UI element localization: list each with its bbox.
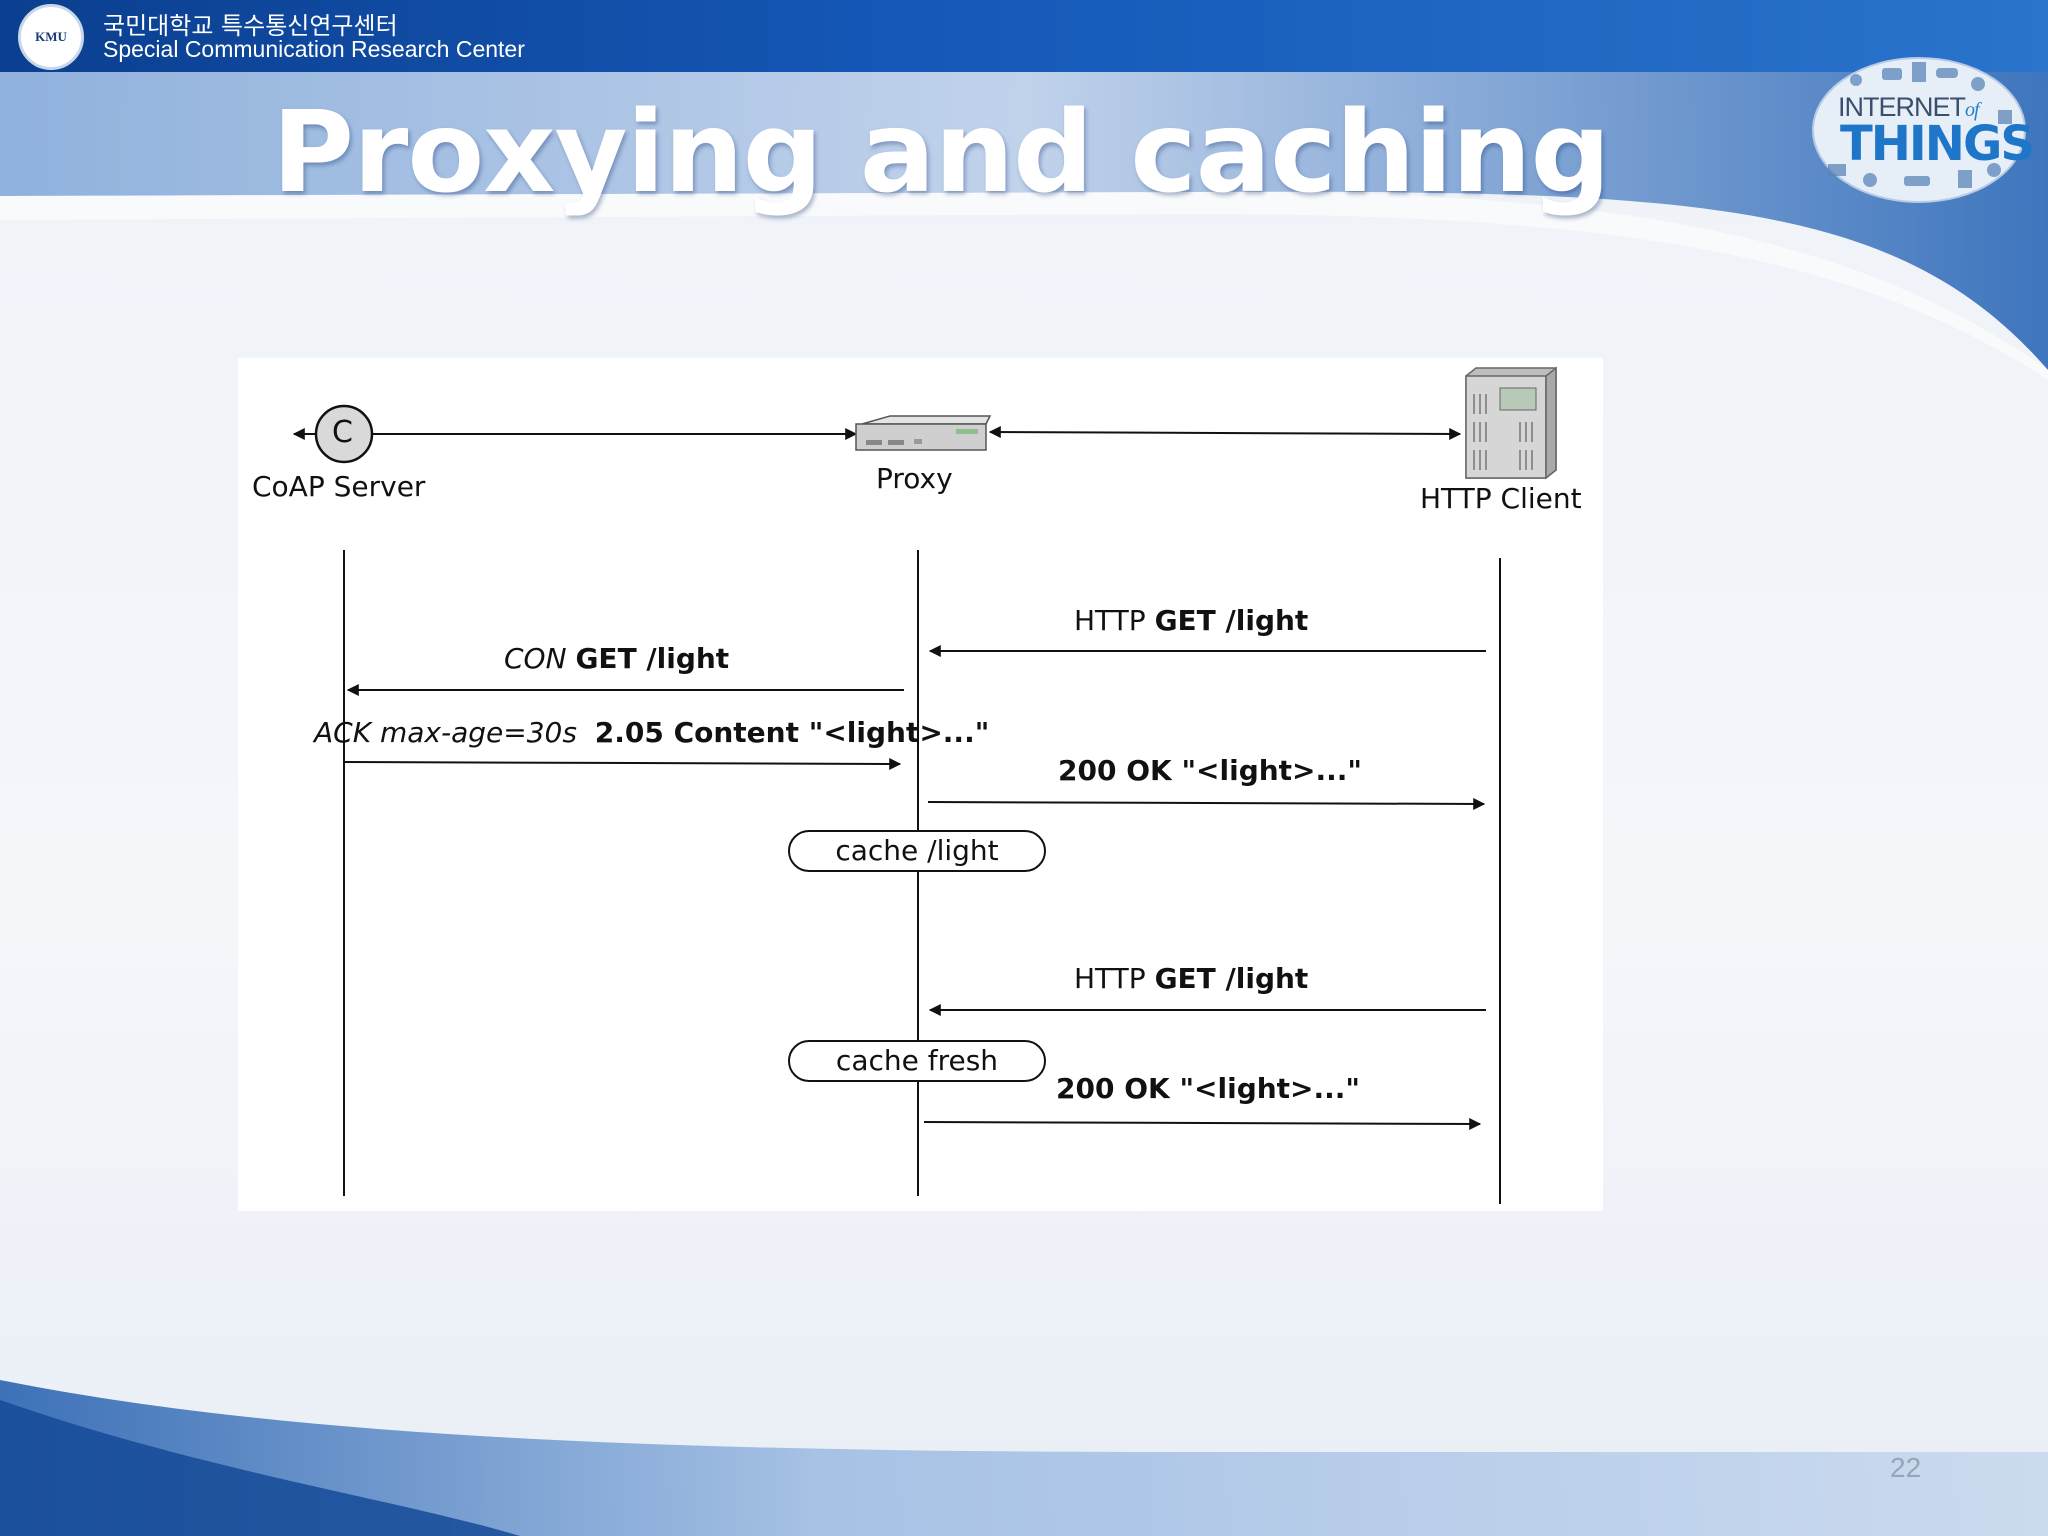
top-swoosh-light [0,191,2048,380]
http-client-icon [1465,366,1557,480]
msg-con-get: CON GET /light [504,642,730,675]
iot-badge-line1: INTERNETof [1838,92,1980,122]
note-cache-fresh: cache fresh [788,1040,1046,1082]
iot-badge: INTERNETof THINGS [1808,52,2035,206]
page-number: 22 [1890,1452,1922,1483]
msg-http-get-1: HTTP GET /light [1074,604,1309,637]
org-name-english: Special Communication Research Center [103,36,525,62]
msg-200-ok-1: 200 OK "<light>..." [1058,754,1363,787]
bottom-swoosh-dark [0,1400,520,1536]
university-logo: KMU [18,4,84,70]
iot-badge-line2: THINGS [1840,116,2035,172]
top-swoosh [0,72,2048,370]
iot-badge-art [1812,57,2026,203]
coap-server-icon [314,404,374,464]
logo-text: KMU [35,29,67,44]
bottom-swoosh [0,1380,2048,1536]
arrow-200-ok-2 [923,1117,1482,1130]
header-bar: KMU 국민대학교 특수통신연구센터 Special Communication… [0,0,2048,72]
arrow-ack-content [343,757,902,770]
proxy-label: Proxy [876,462,953,495]
coap-server-label: CoAP Server [252,470,426,503]
note-cache-store: cache /light [788,830,1046,872]
sequence-diagram: C CoAP Server Proxy HTTP Client HTTP GET… [238,358,1603,1211]
http-client-label: HTTP Client [1420,482,1582,515]
link-proxy-client [988,426,1462,440]
org-name-korean: 국민대학교 특수통신연구센터 [103,12,398,40]
arrow-200-ok-1 [927,797,1486,810]
msg-ack-content: ACK max-age=30s 2.05 Content "<light>...… [314,716,990,749]
slide-title: Proxying and caching [272,88,1611,218]
server-icon-letter: C [332,415,353,450]
msg-http-get-2: HTTP GET /light [1074,962,1309,995]
diagram-graphics [292,366,1557,1204]
msg-200-ok-2: 200 OK "<light>..." [1056,1072,1361,1105]
proxy-device-icon [855,415,992,451]
